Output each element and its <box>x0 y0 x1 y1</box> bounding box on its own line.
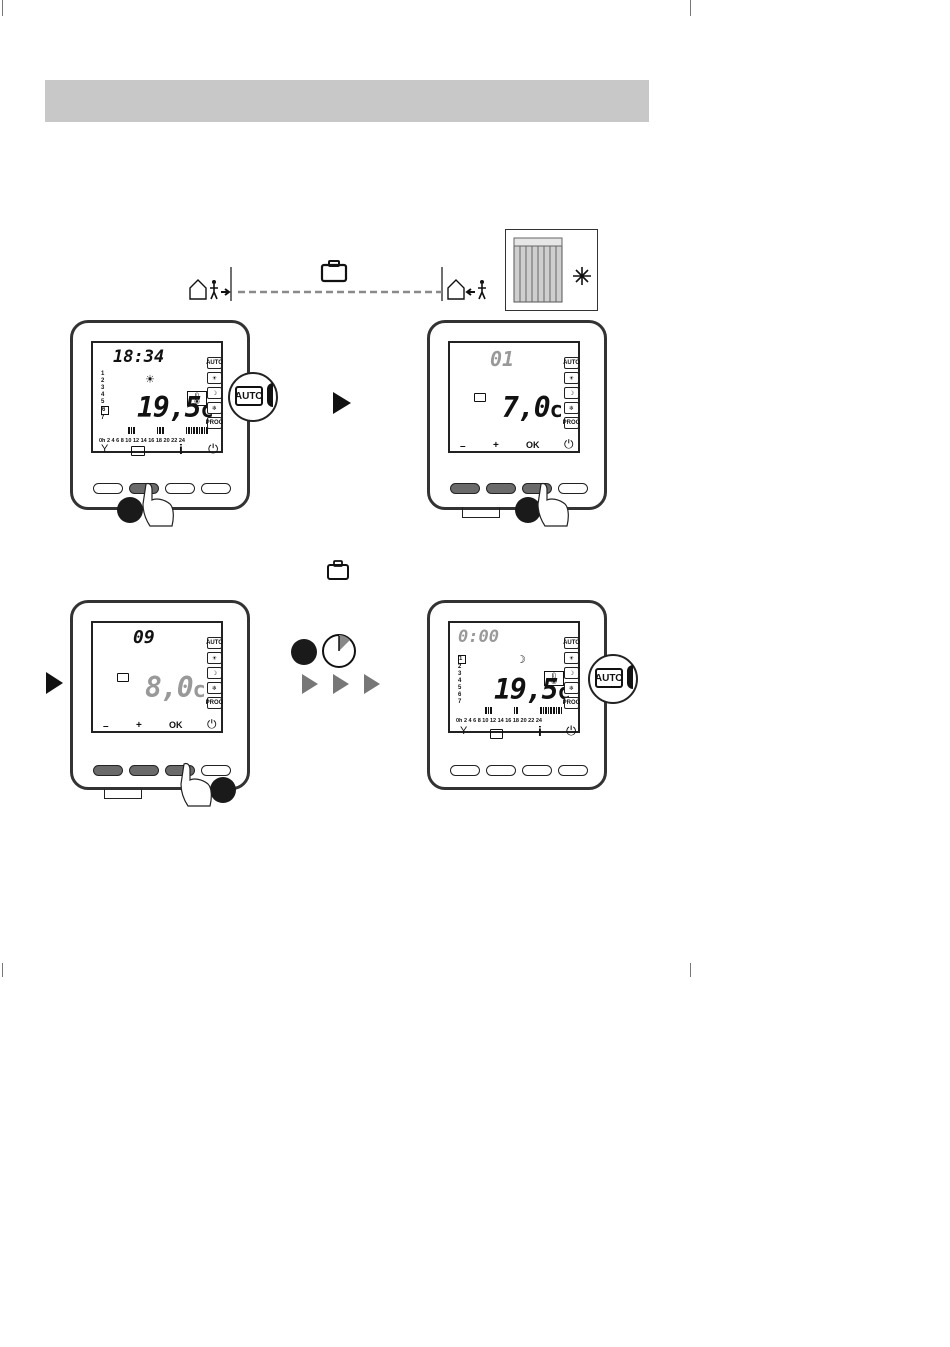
mode-icons: AUTO ☀ ☽ ❄ PROG <box>564 637 579 709</box>
lcd-screen: 01 7,0c – + OK ⏻ <box>448 341 580 453</box>
absence-timeline <box>180 255 500 305</box>
step-marker <box>291 639 317 665</box>
arrow-right-icon <box>46 672 64 694</box>
comfort-mode-icon: ☀ <box>564 372 579 384</box>
auto-mode-icon: AUTO <box>207 357 222 369</box>
frost-mode-icon: ❄ <box>564 402 579 414</box>
minus-label: – <box>103 721 109 732</box>
power-icon: ⏻ <box>208 441 218 457</box>
auto-mode-icon: AUTO <box>207 637 222 649</box>
frost-mode-icon: ❄ <box>207 402 222 414</box>
minus-label: – <box>460 441 466 452</box>
frost-mode-icon: ❄ <box>207 682 222 694</box>
crop-mark <box>2 963 3 977</box>
eco-mode-icon: ☽ <box>564 667 579 679</box>
day-count-display: 01 <box>490 347 514 371</box>
prog-mode-icon: PROG <box>207 697 222 709</box>
power-icon: ⏻ <box>564 437 574 452</box>
bracket <box>104 789 142 799</box>
minus-button[interactable] <box>93 765 123 776</box>
radiator-frost-icon <box>505 229 598 311</box>
finger-icon <box>535 482 573 527</box>
power-button[interactable] <box>201 483 231 494</box>
crop-mark <box>690 0 691 16</box>
clock-display: 0:00 <box>458 627 499 647</box>
power-icon: ⏻ <box>566 723 576 739</box>
thermostat-panel-holiday-temp: 09 8,0c – + OK ⏻ AUTO ☀ ☽ ❄ PROG <box>70 600 250 790</box>
house-leave-icon <box>190 280 229 299</box>
mode-icons: AUTO ☀ ☽ ❄ PROG <box>564 357 579 429</box>
cocktail-button[interactable] <box>450 765 480 776</box>
eco-mode-icon: ☽ <box>207 387 222 399</box>
cocktail-icon: Y <box>101 443 108 455</box>
sun-icon: ☀ <box>145 373 155 386</box>
section-header-bar <box>45 80 649 122</box>
mode-icons: AUTO ☀ ☽ ❄ PROG <box>207 357 222 429</box>
suitcase-icon <box>474 393 486 402</box>
finger-icon <box>178 762 216 807</box>
finger-icon <box>140 482 178 527</box>
bracket <box>462 507 500 518</box>
clock-display: 18:34 <box>113 347 164 367</box>
arrow-right-icon <box>333 392 353 414</box>
suitcase-icon <box>490 729 503 739</box>
timer-icon <box>320 632 358 670</box>
schedule-bars <box>485 707 562 714</box>
suitcase-icon <box>117 673 129 682</box>
suitcase-icon <box>322 261 346 281</box>
day-count-display: 09 <box>133 627 155 648</box>
plus-button[interactable] <box>129 765 159 776</box>
thermometer-icon: 🌡 <box>187 391 207 406</box>
hour-ticks: 0h 2 4 6 8 10 12 14 16 18 20 22 24 <box>456 718 542 724</box>
cocktail-icon: Y <box>460 725 467 737</box>
temperature-display: 8,0c <box>145 671 205 704</box>
moon-icon: ☽ <box>516 653 526 666</box>
plus-button[interactable] <box>486 483 516 494</box>
eco-mode-icon: ☽ <box>207 667 222 679</box>
comfort-mode-icon: ☀ <box>207 372 222 384</box>
eco-mode-icon: ☽ <box>564 387 579 399</box>
info-icon: i <box>179 441 183 457</box>
holiday-button[interactable] <box>486 765 516 776</box>
prog-mode-icon: PROG <box>564 697 579 709</box>
power-icon: ⏻ <box>207 717 217 732</box>
auto-mode-icon: AUTO <box>564 357 579 369</box>
suitcase-icon <box>327 560 349 580</box>
crop-mark <box>690 963 691 977</box>
thermometer-icon: 🌡 <box>544 671 564 686</box>
thermostat-panel-holiday-days: 01 7,0c – + OK ⏻ AUTO ☀ ☽ ❄ PROG <box>427 320 607 510</box>
suitcase-icon <box>131 446 145 456</box>
ok-label: OK <box>526 440 540 450</box>
auto-mode-zoom: AUTO <box>588 654 638 704</box>
info-button[interactable] <box>522 765 552 776</box>
house-return-icon <box>448 280 486 299</box>
auto-mode-icon: AUTO <box>564 637 579 649</box>
ok-label: OK <box>169 720 183 730</box>
mode-icons: AUTO ☀ ☽ ❄ PROG <box>207 637 222 709</box>
minus-button[interactable] <box>450 483 480 494</box>
lcd-screen: 09 8,0c – + OK ⏻ <box>91 621 223 733</box>
comfort-mode-icon: ☀ <box>564 652 579 664</box>
snowflake-icon <box>573 267 591 285</box>
hour-ticks: 0h 2 4 6 8 10 12 14 16 18 20 22 24 <box>99 438 185 444</box>
auto-mode-zoom: AUTO <box>228 372 278 422</box>
wait-arrows <box>300 673 384 695</box>
temperature-display: 7,0c <box>502 391 562 424</box>
cocktail-button[interactable] <box>93 483 123 494</box>
power-button[interactable] <box>558 765 588 776</box>
comfort-mode-icon: ☀ <box>207 652 222 664</box>
crop-mark <box>2 0 3 16</box>
prog-mode-icon: PROG <box>564 417 579 429</box>
frost-mode-icon: ❄ <box>564 682 579 694</box>
schedule-bars <box>128 427 208 434</box>
info-icon: i <box>538 723 542 739</box>
plus-label: + <box>136 720 142 731</box>
prog-mode-icon: PROG <box>207 417 222 429</box>
plus-label: + <box>493 440 499 451</box>
